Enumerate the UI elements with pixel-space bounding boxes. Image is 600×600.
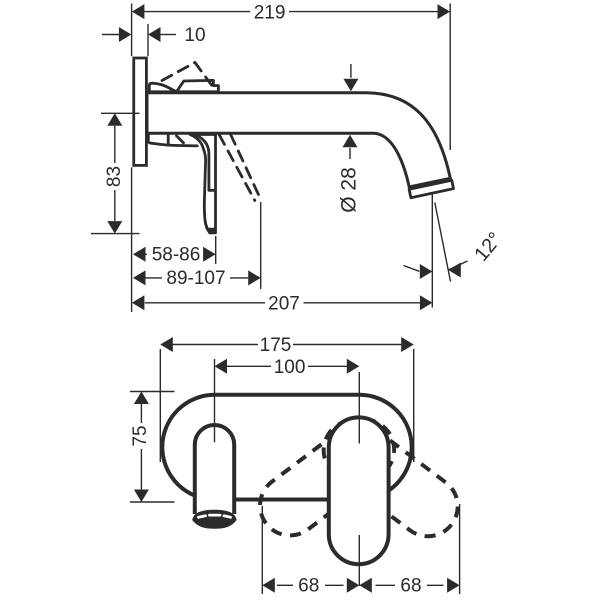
svg-text:207: 207 xyxy=(268,293,300,314)
svg-text:68: 68 xyxy=(298,575,319,596)
svg-text:100: 100 xyxy=(274,357,306,378)
svg-text:89-107: 89-107 xyxy=(166,268,225,289)
svg-text:10: 10 xyxy=(184,25,205,46)
svg-text:68: 68 xyxy=(400,575,421,596)
svg-text:83: 83 xyxy=(104,166,125,187)
svg-text:219: 219 xyxy=(254,2,286,23)
svg-text:Ø 28: Ø 28 xyxy=(338,167,361,213)
svg-text:75: 75 xyxy=(130,425,151,446)
svg-text:175: 175 xyxy=(260,335,292,356)
svg-text:58-86: 58-86 xyxy=(152,244,201,265)
